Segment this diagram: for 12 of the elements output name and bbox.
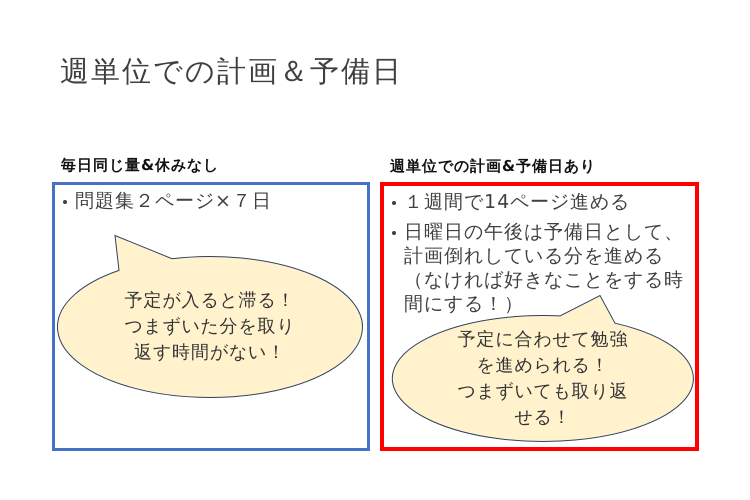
panel-heading: 毎日同じ量&休みなし <box>61 155 220 176</box>
speech-bubble <box>57 235 363 398</box>
slide-title: 週単位での計画＆予備日 <box>60 53 403 90</box>
speech-bubble <box>392 295 694 442</box>
bubble-text: 予定に合わせて勉強を進められる！ <box>456 328 630 378</box>
bubble-text: つまずいても取り返せる！ <box>456 380 630 430</box>
bubble-text: 予定が入ると滞る！ <box>124 289 296 313</box>
bullet-item: 問題集２ページ×７日 <box>60 189 364 213</box>
bullet-item: 日曜日の午後は予備日として、計画倒れしている分を進める（なければ好きなことをする時間にする！） <box>389 220 693 316</box>
panel-heading: 週単位での計画&予備日あり <box>390 156 596 177</box>
bullet-item: １週間で14ページ進める <box>389 190 693 214</box>
bubble-text: つまずいた分を取り返す時間がない！ <box>124 315 296 365</box>
